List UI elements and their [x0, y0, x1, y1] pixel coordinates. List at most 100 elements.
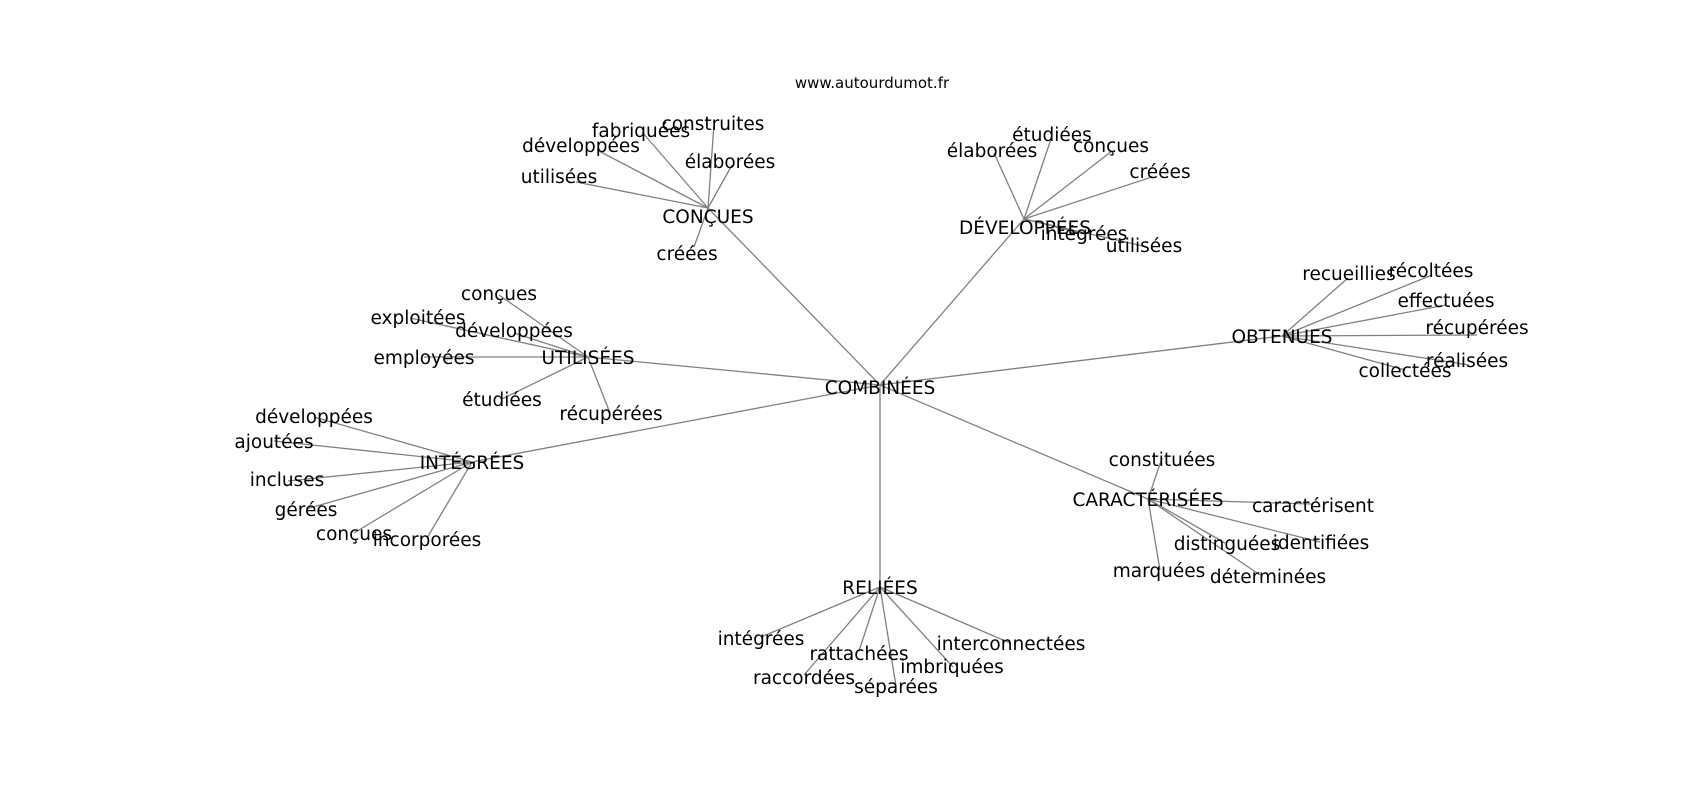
leaf-node-label: intégrées: [1041, 224, 1128, 245]
leaf-node-label: récupérées: [1425, 318, 1528, 339]
edge-hub-leaf: [803, 586, 881, 676]
edge-hub-leaf: [707, 123, 715, 209]
hub-node-label: DÉVELOPPÉES: [959, 217, 1091, 239]
leaf-node-label: utilisées: [1106, 236, 1182, 257]
leaf-node-label: créées: [1129, 162, 1190, 183]
leaf-node-label: développées: [522, 136, 640, 157]
leaf-node-label: élaborées: [947, 141, 1038, 162]
edge-hub-leaf: [409, 317, 589, 358]
leaf-node-label: interconnectées: [937, 634, 1086, 655]
edge-hub-leaf: [498, 294, 589, 358]
edge-hub-leaf: [313, 416, 473, 463]
leaf-node-label: distinguées: [1174, 534, 1281, 555]
edge-hub-leaf: [596, 149, 709, 209]
leaf-node-label: séparées: [854, 677, 938, 698]
leaf-node-label: incluses: [250, 470, 325, 491]
leaf-node-label: récupérées: [559, 404, 662, 425]
leaf-node-label: réalisées: [1426, 351, 1508, 372]
hub-node-label: CARACTÉRISÉES: [1072, 489, 1223, 511]
leaf-node-label: élaborées: [685, 152, 776, 173]
leaf-node-label: déterminées: [1210, 567, 1326, 588]
edge-hub-leaf: [287, 461, 473, 482]
edge-root-hub: [707, 207, 881, 386]
edge-hub-leaf: [501, 356, 589, 400]
leaf-node-label: raccordées: [753, 668, 855, 689]
hub-node-label: UTILISÉES: [542, 347, 635, 369]
edge-hub-leaf: [858, 586, 881, 652]
leaf-node-label: conçues: [461, 284, 537, 305]
edge-hub-leaf: [1281, 277, 1349, 337]
leaf-node-label: ajoutées: [234, 432, 313, 453]
edge-hub-leaf: [353, 461, 473, 534]
leaf-node-label: identifiées: [1273, 533, 1369, 554]
edge-hub-leaf: [513, 332, 589, 358]
leaf-node-label: récoltées: [1389, 261, 1474, 282]
leaf-node-label: développées: [255, 407, 373, 428]
leaf-node-label: incorporées: [373, 530, 482, 551]
edge-root-hub: [471, 384, 881, 463]
edge-hub-leaf: [760, 586, 881, 638]
edge-hub-leaf: [426, 461, 473, 539]
graph-labels: www.autourdumot.fr COMBINÉESfabriquéesco…: [234, 74, 1528, 698]
edge-root-hub: [587, 356, 881, 386]
leaf-node-label: exploitées: [370, 308, 465, 329]
root-node-label: COMBINÉES: [825, 377, 936, 399]
edge-hub-leaf: [1147, 457, 1163, 500]
edge-hub-leaf: [1023, 150, 1113, 220]
leaf-node-label: étudiées: [462, 390, 542, 411]
edge-hub-leaf: [1281, 335, 1406, 371]
leaf-node-label: conçues: [1073, 136, 1149, 157]
edge-hub-leaf: [1281, 335, 1470, 366]
edge-hub-leaf: [1281, 274, 1433, 337]
source-watermark: www.autourdumot.fr: [795, 74, 950, 92]
edge-hub-leaf: [1147, 498, 1313, 505]
graph-edges: [273, 123, 1478, 687]
edge-hub-leaf: [1147, 498, 1321, 543]
edge-hub-leaf: [575, 181, 709, 209]
leaf-node-label: collectées: [1359, 361, 1452, 382]
edge-hub-leaf: [1023, 218, 1144, 247]
leaf-node-label: gérées: [275, 500, 338, 521]
leaf-node-label: développées: [455, 321, 573, 342]
leaf-node-label: caractérisent: [1252, 496, 1374, 517]
edge-hub-leaf: [1147, 498, 1226, 544]
leaf-node-label: intégrées: [718, 629, 805, 650]
edge-root-hub: [879, 335, 1283, 386]
leaf-node-label: rattachées: [809, 644, 908, 665]
hub-node-label: INTÉGRÉES: [420, 452, 525, 474]
leaf-node-label: conçues: [316, 524, 392, 545]
leaf-node-label: imbriquées: [900, 657, 1004, 678]
leaf-node-label: fabriquées: [592, 121, 690, 142]
edge-hub-leaf: [993, 152, 1025, 220]
leaf-node-label: effectuées: [1397, 291, 1494, 312]
edge-hub-leaf: [305, 461, 473, 510]
edge-hub-leaf: [587, 356, 611, 414]
edge-hub-leaf: [879, 586, 954, 668]
leaf-node-label: étudiées: [1012, 125, 1092, 146]
edge-hub-leaf: [641, 131, 709, 209]
edge-hub-leaf: [1023, 176, 1153, 220]
edge-hub-leaf: [879, 586, 1011, 644]
leaf-node-label: recueillies: [1302, 264, 1395, 285]
leaf-node-label: employées: [374, 348, 475, 369]
edge-hub-leaf: [1147, 498, 1161, 571]
edge-hub-leaf: [1281, 334, 1478, 337]
leaf-node-label: utilisées: [521, 167, 597, 188]
edge-root-hub: [879, 384, 1149, 500]
leaf-node-label: créées: [656, 244, 717, 265]
edge-hub-leaf: [1147, 498, 1261, 576]
edge-hub-leaf: [273, 440, 473, 463]
edge-hub-leaf: [1281, 304, 1447, 337]
edge-root-hub: [879, 218, 1025, 386]
edge-hub-leaf: [707, 164, 733, 209]
edge-hub-leaf: [693, 207, 709, 248]
leaf-node-label: marquées: [1113, 561, 1206, 582]
edge-hub-leaf: [1023, 138, 1052, 220]
leaf-node-label: construites: [662, 114, 765, 135]
edge-hub-leaf: [879, 586, 897, 687]
hub-node-label: OBTENUES: [1231, 327, 1332, 348]
leaf-node-label: constituées: [1109, 450, 1216, 471]
hub-node-label: CONÇUES: [662, 207, 753, 228]
hub-node-label: RELIÉES: [842, 577, 917, 599]
